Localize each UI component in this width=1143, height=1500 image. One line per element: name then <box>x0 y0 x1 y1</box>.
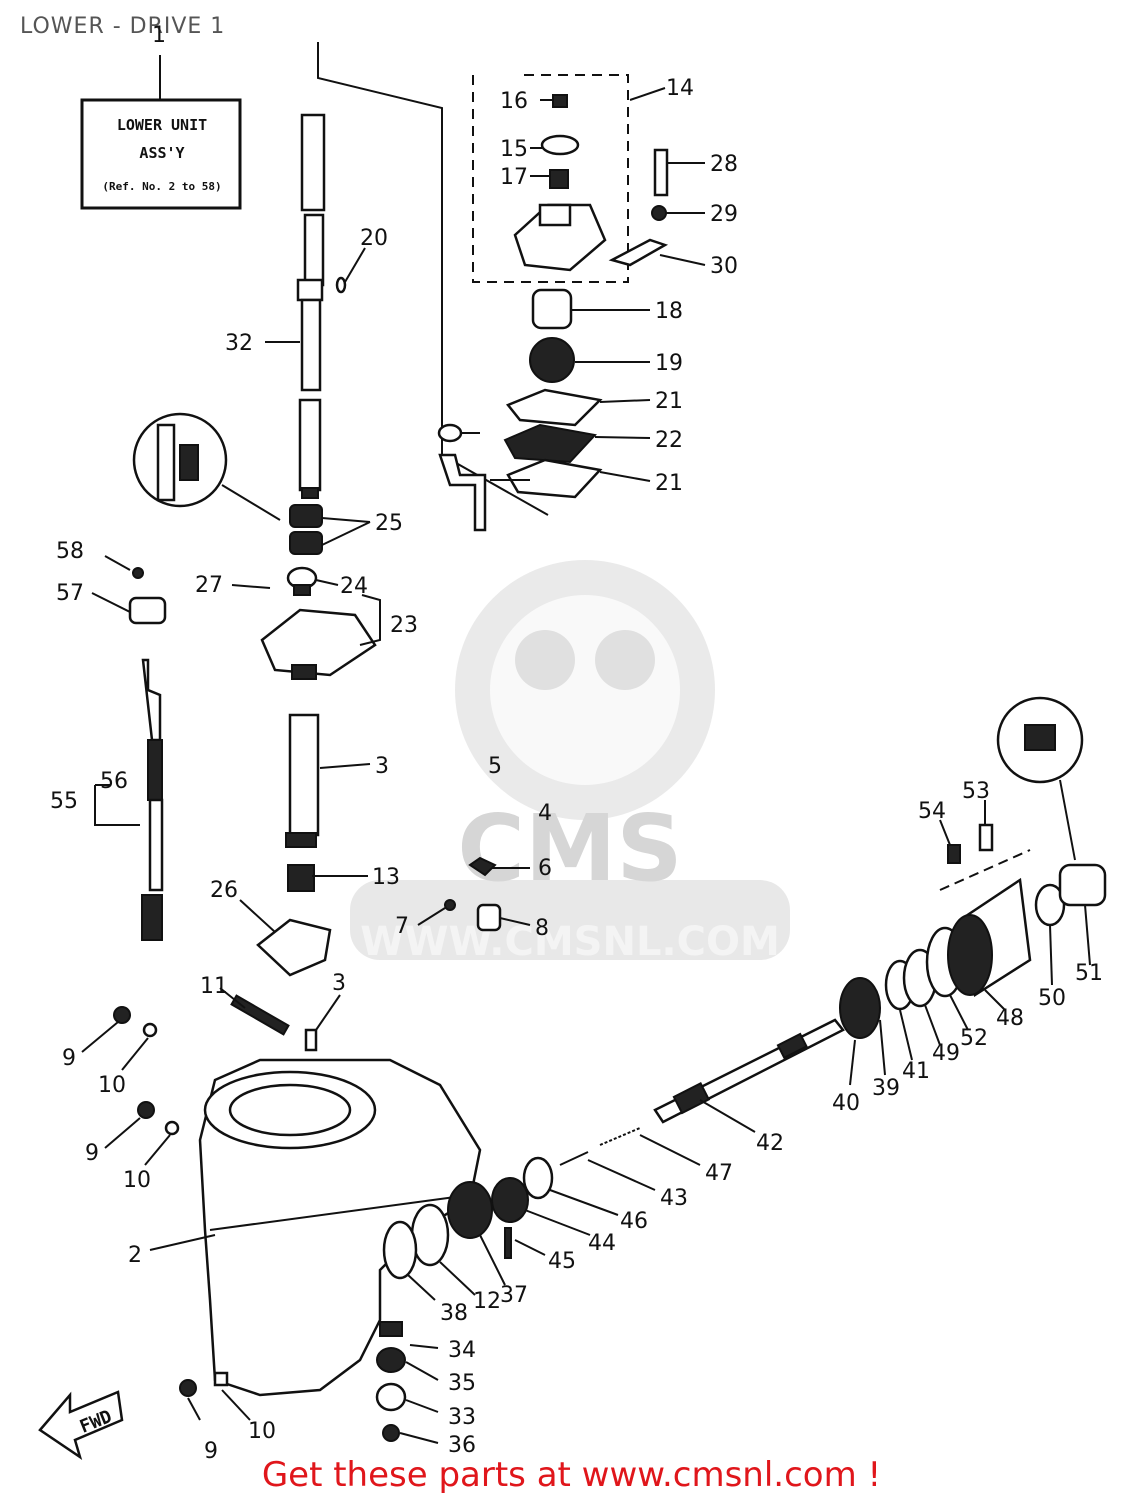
part-label: 26 <box>210 878 238 903</box>
part-label: 10 <box>98 1073 126 1098</box>
part-label: 38 <box>440 1301 468 1326</box>
part-label: 24 <box>340 574 368 599</box>
part-label: 33 <box>448 1405 476 1430</box>
part-label: 10 <box>123 1168 151 1193</box>
lower-casing <box>113 1006 482 1397</box>
part-label: 53 <box>962 779 990 804</box>
part-label: 23 <box>390 613 418 638</box>
part-label: 20 <box>360 226 388 251</box>
watermark-url: WWW.CMSNL.COM <box>360 919 780 965</box>
part-label: 41 <box>902 1059 930 1084</box>
part-label: 45 <box>548 1249 576 1274</box>
footer-link[interactable]: Get these parts at www.cmsnl.com ! <box>261 1455 882 1495</box>
part-label: 18 <box>655 299 683 324</box>
assy-line3: (Ref. No. 2 to 58) <box>102 180 221 193</box>
part-label: 47 <box>705 1161 733 1186</box>
part-label: 11 <box>200 974 228 999</box>
part-label: 57 <box>56 581 84 606</box>
fwd-arrow: FWD <box>38 1390 124 1460</box>
part-label: 7 <box>395 914 409 939</box>
water-pump-assembly <box>472 74 669 499</box>
part-label: 9 <box>62 1046 76 1071</box>
part-label: 36 <box>448 1433 476 1458</box>
part-label: 42 <box>756 1131 784 1156</box>
drive-shaft-group <box>296 42 549 516</box>
part-label: 2 <box>128 1243 142 1268</box>
part-label: 43 <box>660 1186 688 1211</box>
leader-lines <box>81 87 1091 1444</box>
watermark-brand: CMS <box>457 795 682 902</box>
part-label: 32 <box>225 331 253 356</box>
part-label: 40 <box>832 1091 860 1116</box>
part-labels: 1 2 3 3 4 5 6 7 8 9 9 9 10 10 10 11 12 1… <box>50 23 1103 1464</box>
part-label: 58 <box>56 539 84 564</box>
part-label: 12 <box>473 1289 501 1314</box>
part-label: 9 <box>204 1439 218 1464</box>
part-label: 50 <box>1038 986 1066 1011</box>
assy-line2: ASS'Y <box>139 144 184 162</box>
part-label: 54 <box>918 799 946 824</box>
part-label: 37 <box>500 1283 528 1308</box>
part-label: 34 <box>448 1338 476 1363</box>
shift-rod <box>141 658 164 941</box>
part-label: 14 <box>666 76 694 101</box>
lower-unit-assy-box: LOWER UNIT ASS'Y (Ref. No. 2 to 58) <box>80 55 242 210</box>
part-label: 39 <box>872 1076 900 1101</box>
part-label: 17 <box>500 165 528 190</box>
part-label: 3 <box>375 754 389 779</box>
part-label: 27 <box>195 573 223 598</box>
part-label: 16 <box>500 89 528 114</box>
part-label: 1 <box>152 23 166 48</box>
part-label: 56 <box>100 769 128 794</box>
part-label: 44 <box>588 1231 616 1256</box>
part-label: 9 <box>85 1141 99 1166</box>
cms-watermark: CMS WWW.CMSNL.COM <box>350 560 790 965</box>
part-label: 46 <box>620 1209 648 1234</box>
part-label: 10 <box>248 1419 276 1444</box>
part-label: 21 <box>655 471 683 496</box>
part-label: 28 <box>710 152 738 177</box>
part-label: 3 <box>332 971 346 996</box>
propeller-shaft-group <box>375 696 1107 1442</box>
assy-line1: LOWER UNIT <box>117 116 207 134</box>
part-label: 55 <box>50 789 78 814</box>
part-label: 4 <box>538 801 552 826</box>
part-label: 29 <box>710 202 738 227</box>
part-label: 6 <box>538 856 552 881</box>
part-label: 13 <box>372 865 400 890</box>
upper-housing-parts <box>128 412 502 1052</box>
part-label: 49 <box>932 1041 960 1066</box>
part-label: 5 <box>488 754 502 779</box>
part-label: 15 <box>500 137 528 162</box>
part-label: 51 <box>1075 961 1103 986</box>
part-label: 8 <box>535 916 549 941</box>
part-label: 22 <box>655 428 683 453</box>
part-label: 19 <box>655 351 683 376</box>
part-label: 21 <box>655 389 683 414</box>
part-label: 30 <box>710 254 738 279</box>
page-title: LOWER - DRIVE 1 <box>20 14 226 39</box>
part-label: 35 <box>448 1371 476 1396</box>
part-label: 25 <box>375 511 403 536</box>
part-label: 48 <box>996 1006 1024 1031</box>
part-label: 52 <box>960 1026 988 1051</box>
